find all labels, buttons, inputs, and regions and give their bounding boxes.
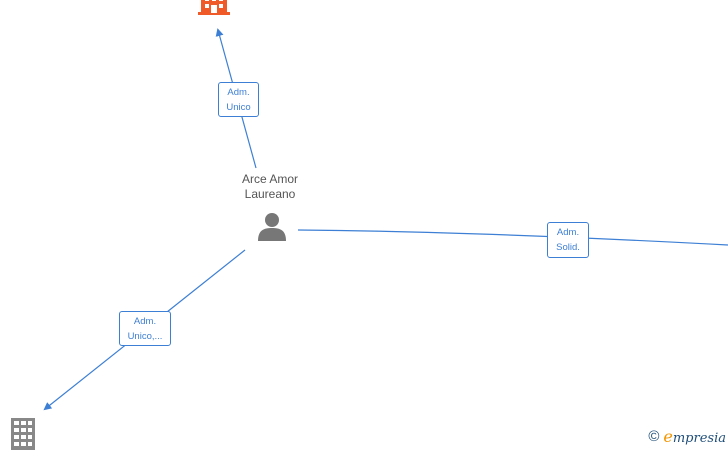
brand-e-letter: e bbox=[663, 427, 673, 446]
person-name-line1: Arce Amor bbox=[241, 172, 298, 186]
edge-label-line1: Adm. bbox=[556, 227, 580, 238]
brand-name: mpresia bbox=[672, 431, 726, 446]
empresia-logo: © empresia bbox=[648, 427, 726, 446]
edge-label-to-bottom-left[interactable]: Adm. Unico,... bbox=[119, 311, 171, 346]
person-name-line2: Laureano bbox=[244, 187, 296, 201]
edge-label-line2: Unico bbox=[226, 102, 251, 113]
edge-label-line1: Adm. bbox=[133, 316, 157, 327]
copyright-symbol: © bbox=[648, 428, 660, 445]
person-icon[interactable] bbox=[258, 213, 286, 241]
edge-label-line2: Unico,... bbox=[127, 331, 163, 342]
edge-label-line1: Adm. bbox=[227, 87, 250, 98]
edge-label-line2: Solid. bbox=[556, 242, 580, 253]
building-icon[interactable] bbox=[198, 0, 230, 15]
edge-label-to-top[interactable]: Adm. Unico bbox=[218, 82, 259, 117]
edge-label-to-right[interactable]: Adm. Solid. bbox=[547, 222, 589, 258]
building-icon[interactable] bbox=[11, 418, 35, 450]
person-name[interactable]: Arce Amor Laureano bbox=[222, 172, 318, 202]
edge-to-right[interactable] bbox=[297, 229, 728, 246]
